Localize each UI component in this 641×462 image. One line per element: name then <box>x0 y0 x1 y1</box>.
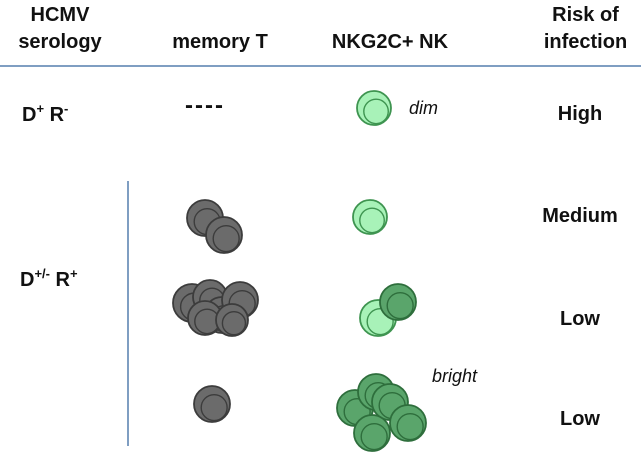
header-risk-line2: infection <box>543 31 628 53</box>
nk-bright-cell <box>389 404 427 442</box>
recipient-status: - <box>64 101 69 116</box>
risk-level-row-3: Low <box>560 308 600 330</box>
recipient-status: + <box>70 266 78 281</box>
memory-t-cell <box>215 303 249 337</box>
nk-dim-cell <box>352 199 388 235</box>
recipient-letter: R <box>44 104 65 126</box>
group-label-d-pos-r-neg: D+ R- <box>22 101 68 127</box>
memory-t-cell <box>205 216 243 254</box>
donor-letter: D <box>22 104 37 126</box>
header-risk-of-infection: Risk of infection <box>530 2 641 56</box>
header-hcmv-serology-line1: HCMV <box>30 4 90 26</box>
donor-letter: D <box>20 269 35 291</box>
nk-bright-cell <box>353 414 391 452</box>
group-label-d-any-r-pos: D+/- R+ <box>20 266 78 292</box>
donor-status: + <box>36 101 45 116</box>
recipient-letter: R <box>50 269 70 291</box>
nk-dim-label: dim <box>409 98 439 118</box>
donor-status: +/- <box>34 266 50 281</box>
header-nkg2c-nk: NKG2C+ NK <box>331 31 449 53</box>
memory-t-absent-marker: ---- <box>185 92 225 119</box>
risk-level-row-1: High <box>557 103 603 125</box>
header-hcmv-serology-line2: serology <box>18 31 102 53</box>
header-memory-t: memory T <box>172 31 268 53</box>
group-divider <box>127 181 129 446</box>
nk-bright-label: bright <box>432 366 478 386</box>
memory-t-cell <box>193 385 231 423</box>
header-divider <box>0 65 641 67</box>
risk-level-row-4: Low <box>560 408 600 430</box>
nk-bright-cell <box>379 283 417 321</box>
header-hcmv-serology: HCMV serology <box>0 2 120 56</box>
nk-dim-cell <box>356 90 392 126</box>
risk-level-row-2: Medium <box>542 205 618 227</box>
header-risk-line1: Risk of <box>552 4 619 26</box>
